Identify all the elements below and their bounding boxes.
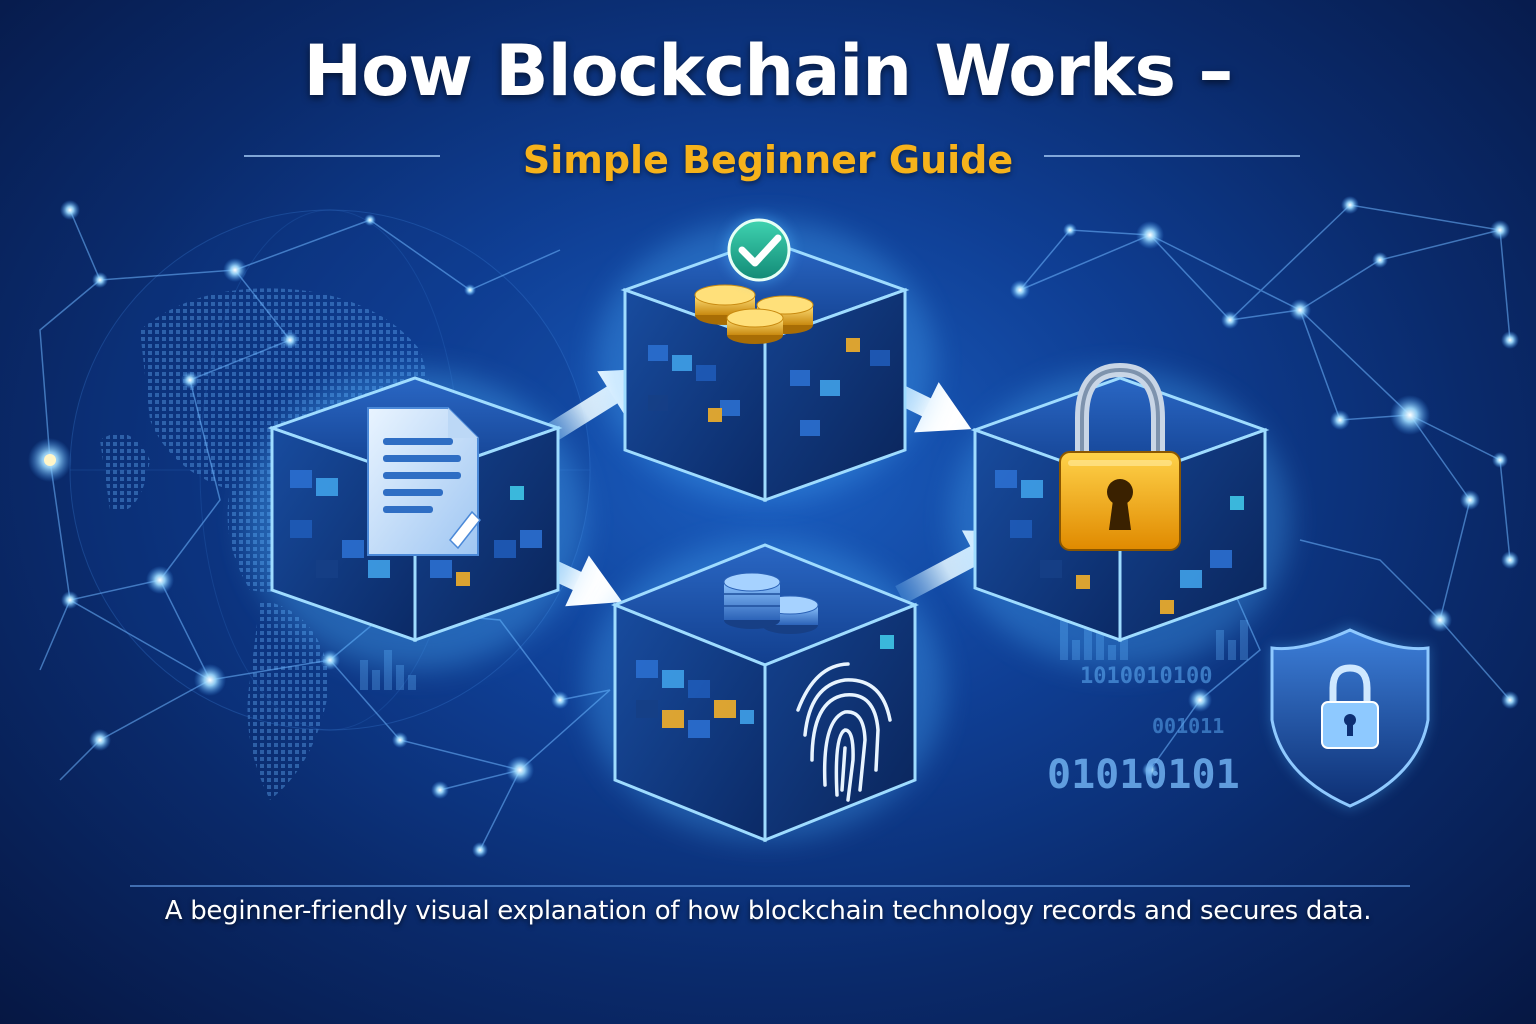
coin-stack-icon — [694, 284, 814, 344]
binary-row-1: 1010010100 — [1080, 664, 1212, 689]
binary-row-2: 001011 — [1152, 714, 1224, 738]
fingerprint-icon — [796, 662, 892, 802]
block-fingerprint — [585, 540, 945, 843]
page-title: How Blockchain Works – — [303, 30, 1234, 112]
block-coins — [595, 216, 935, 503]
checkmark-badge-icon — [725, 216, 793, 284]
page-subtitle: Simple Beginner Guide — [522, 138, 1014, 182]
binary-large: 01010101 — [1047, 752, 1240, 798]
padlock-icon — [1059, 362, 1181, 551]
block-document-tiles — [290, 470, 542, 586]
block-fingerprint-tiles — [636, 635, 894, 738]
footer-caption: A beginner-friendly visual explanation o… — [164, 896, 1372, 926]
binary-text: 1010010100 001011 01010101 — [1047, 664, 1240, 798]
block-lock — [950, 362, 1290, 670]
document-icon — [367, 407, 482, 556]
network-nodes — [28, 196, 1519, 858]
block-document — [245, 370, 585, 670]
shield-lock-icon — [1270, 625, 1430, 810]
coin-stack-icon — [723, 572, 819, 634]
block-coins-tiles — [648, 338, 890, 436]
block-lock-tiles — [995, 470, 1244, 614]
